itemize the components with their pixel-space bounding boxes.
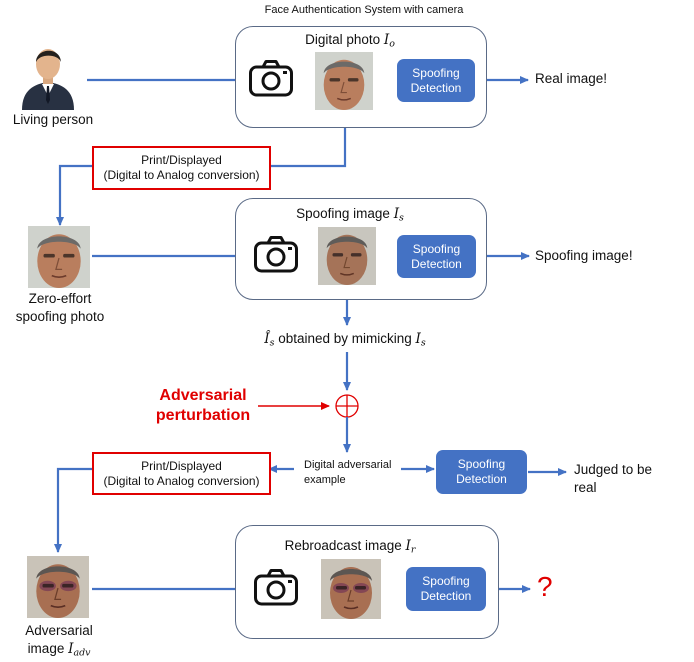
print-displayed-box: Print/Displayed (Digital to Analog conve…: [92, 452, 271, 495]
panel-title-digital: Digital photo Io: [305, 32, 395, 50]
label-living-person: Living person: [12, 112, 94, 127]
print-displayed-box: Print/Displayed (Digital to Analog conve…: [92, 146, 271, 190]
system-title: Face Authentication System with camera: [264, 4, 464, 16]
face-rebroadcast-image: [321, 559, 381, 619]
spoofing-detection-box: Spoofing Detection: [397, 235, 476, 278]
camera-icon: [254, 569, 298, 606]
label-adversarial-image: Adversarial image Iadv: [25, 623, 93, 659]
panel-title-spoofing: Spoofing image Is: [296, 206, 404, 224]
face-spoofing-image: [318, 227, 376, 285]
outcome-real-image: Real image!: [535, 71, 608, 86]
adder-icon: [335, 394, 359, 418]
outcome-judged-real: Judged to be real: [574, 462, 653, 495]
label-mimicking: Îs obtained by mimicking Is: [264, 331, 426, 349]
spoofing-detection-box: Spoofing Detection: [406, 567, 486, 611]
face-photo-zero-effort: [28, 226, 90, 288]
camera-icon: [254, 236, 298, 273]
camera-icon: [249, 60, 293, 97]
outcome-spoofing-image: Spoofing image!: [535, 248, 633, 263]
label-adversarial-perturbation: Adversarial perturbation: [155, 387, 251, 424]
label-zero-effort-photo: Zero-effort spoofing photo: [15, 291, 105, 324]
person-icon: [22, 49, 74, 110]
spoofing-detection-box: Spoofing Detection: [436, 450, 527, 494]
outcome-unknown: ?: [537, 571, 553, 602]
connector-photo-to-print: [269, 109, 347, 168]
face-photo-digital: [315, 52, 373, 110]
arrow-print-to-adv-image: [54, 467, 92, 553]
spoofing-detection-box: Spoofing Detection: [397, 59, 475, 102]
face-adversarial-image: [27, 556, 89, 618]
label-digital-adversarial-example: Digital adversarial example: [304, 459, 392, 486]
arrow-print-to-spoof-photo: [56, 164, 92, 226]
panel-title-rebroadcast: Rebroadcast image Ir: [284, 538, 416, 556]
